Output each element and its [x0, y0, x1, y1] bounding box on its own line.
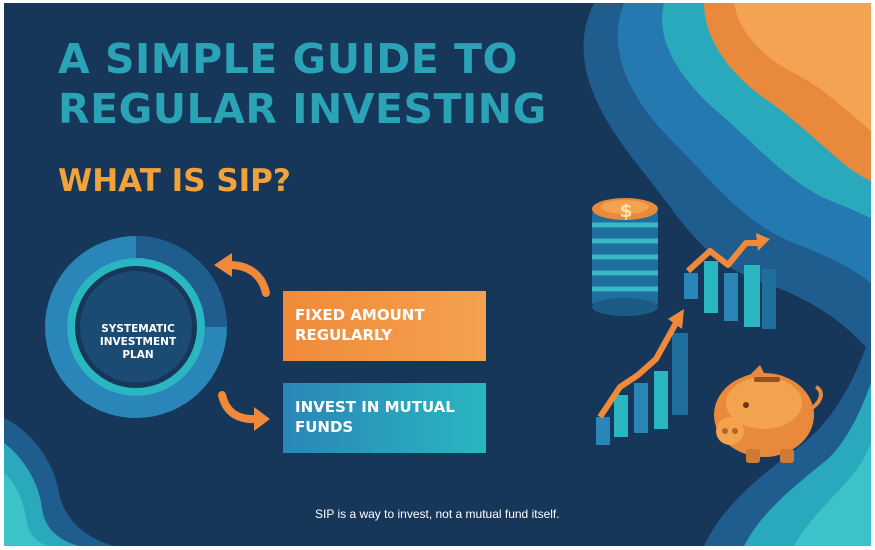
- ring-label: SYSTEMATIC INVESTMENT PLAN: [83, 323, 193, 362]
- bar-chart-icon: [684, 233, 776, 329]
- ring-label-line: PLAN: [122, 349, 154, 361]
- page-title-line-1: A SIMPLE GUIDE TO: [58, 35, 518, 83]
- decorative-background: [4, 3, 871, 546]
- wave-bottom-right-teal-light: [794, 443, 871, 546]
- wave-bottom-left-teal-light: [4, 473, 49, 546]
- footnote-text: SIP is a way to invest, not a mutual fun…: [315, 507, 560, 521]
- sip-ring-highlight: [135, 236, 227, 328]
- page-title-line-2: REGULAR INVESTING: [58, 85, 547, 133]
- invest-line: FUNDS: [295, 418, 354, 436]
- invest-mutual-funds-box: INVEST IN MUTUAL FUNDS: [283, 383, 486, 453]
- sip-ring: [45, 236, 227, 418]
- ring-label-line: INVESTMENT: [99, 336, 177, 348]
- growth-chart-icon: [596, 309, 688, 445]
- arrow-right-icon: [218, 391, 270, 431]
- invest-line: INVEST IN MUTUAL: [295, 398, 455, 416]
- fixed-amount-box: FIXED AMOUNT REGULARLY: [283, 291, 486, 361]
- coin-stack-icon: [592, 198, 658, 316]
- piggy-bank-icon: [714, 365, 823, 463]
- wave-layer-orange-light: [734, 3, 871, 131]
- fixed-amount-line: REGULARLY: [295, 326, 393, 344]
- fixed-amount-line: FIXED AMOUNT: [295, 306, 425, 324]
- ring-label-line: SYSTEMATIC: [101, 323, 175, 335]
- arrow-up-icon: [214, 253, 270, 297]
- infographic-panel: A SIMPLE GUIDE TO REGULAR INVESTING WHAT…: [4, 3, 871, 546]
- dollar-icon: $: [619, 200, 633, 222]
- section-subtitle: WHAT IS SIP?: [58, 163, 291, 199]
